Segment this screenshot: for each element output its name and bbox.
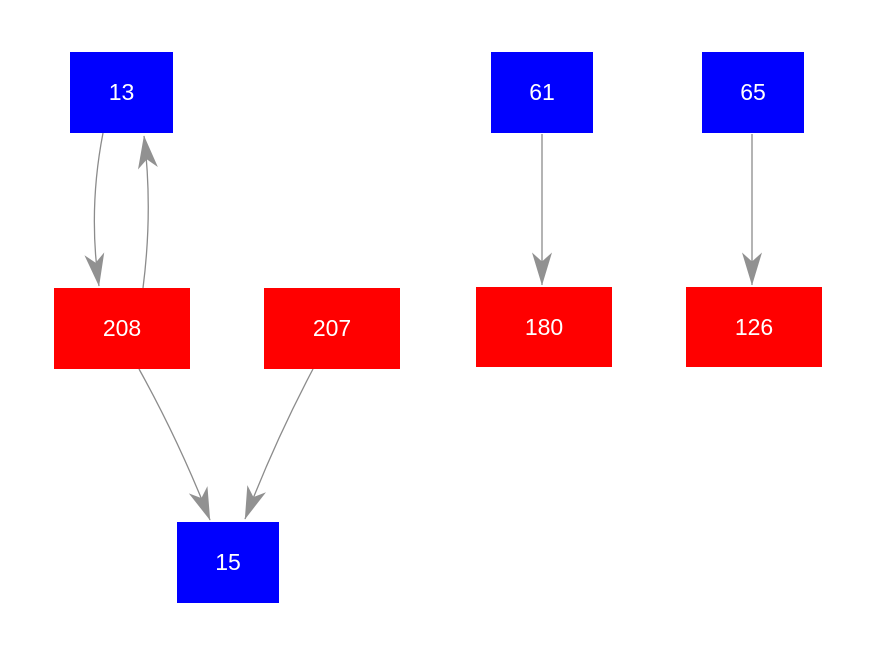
node-label-180: 180 bbox=[524, 313, 564, 340]
node-13[interactable]: 13 bbox=[70, 52, 173, 133]
node-label-126: 126 bbox=[734, 313, 774, 340]
node-label-61: 61 bbox=[529, 79, 555, 105]
node-208[interactable]: 208 bbox=[54, 288, 190, 369]
edge-208-to-13 bbox=[137, 135, 158, 289]
edge-13-to-208 bbox=[84, 132, 105, 287]
node-126[interactable]: 126 bbox=[686, 287, 822, 367]
node-65[interactable]: 65 bbox=[702, 52, 804, 133]
edge-207-to-15 bbox=[244, 368, 314, 520]
node-180[interactable]: 180 bbox=[476, 287, 612, 367]
node-label-15: 15 bbox=[215, 549, 241, 575]
node-15[interactable]: 15 bbox=[177, 522, 279, 603]
edge-208-to-15 bbox=[138, 368, 211, 521]
node-label-13: 13 bbox=[108, 79, 135, 105]
edges-group bbox=[84, 132, 762, 521]
node-61[interactable]: 61 bbox=[491, 52, 593, 133]
node-label-208: 208 bbox=[102, 315, 142, 341]
node-label-207: 207 bbox=[312, 315, 352, 341]
node-207[interactable]: 207 bbox=[264, 288, 400, 369]
node-label-65: 65 bbox=[740, 79, 766, 105]
